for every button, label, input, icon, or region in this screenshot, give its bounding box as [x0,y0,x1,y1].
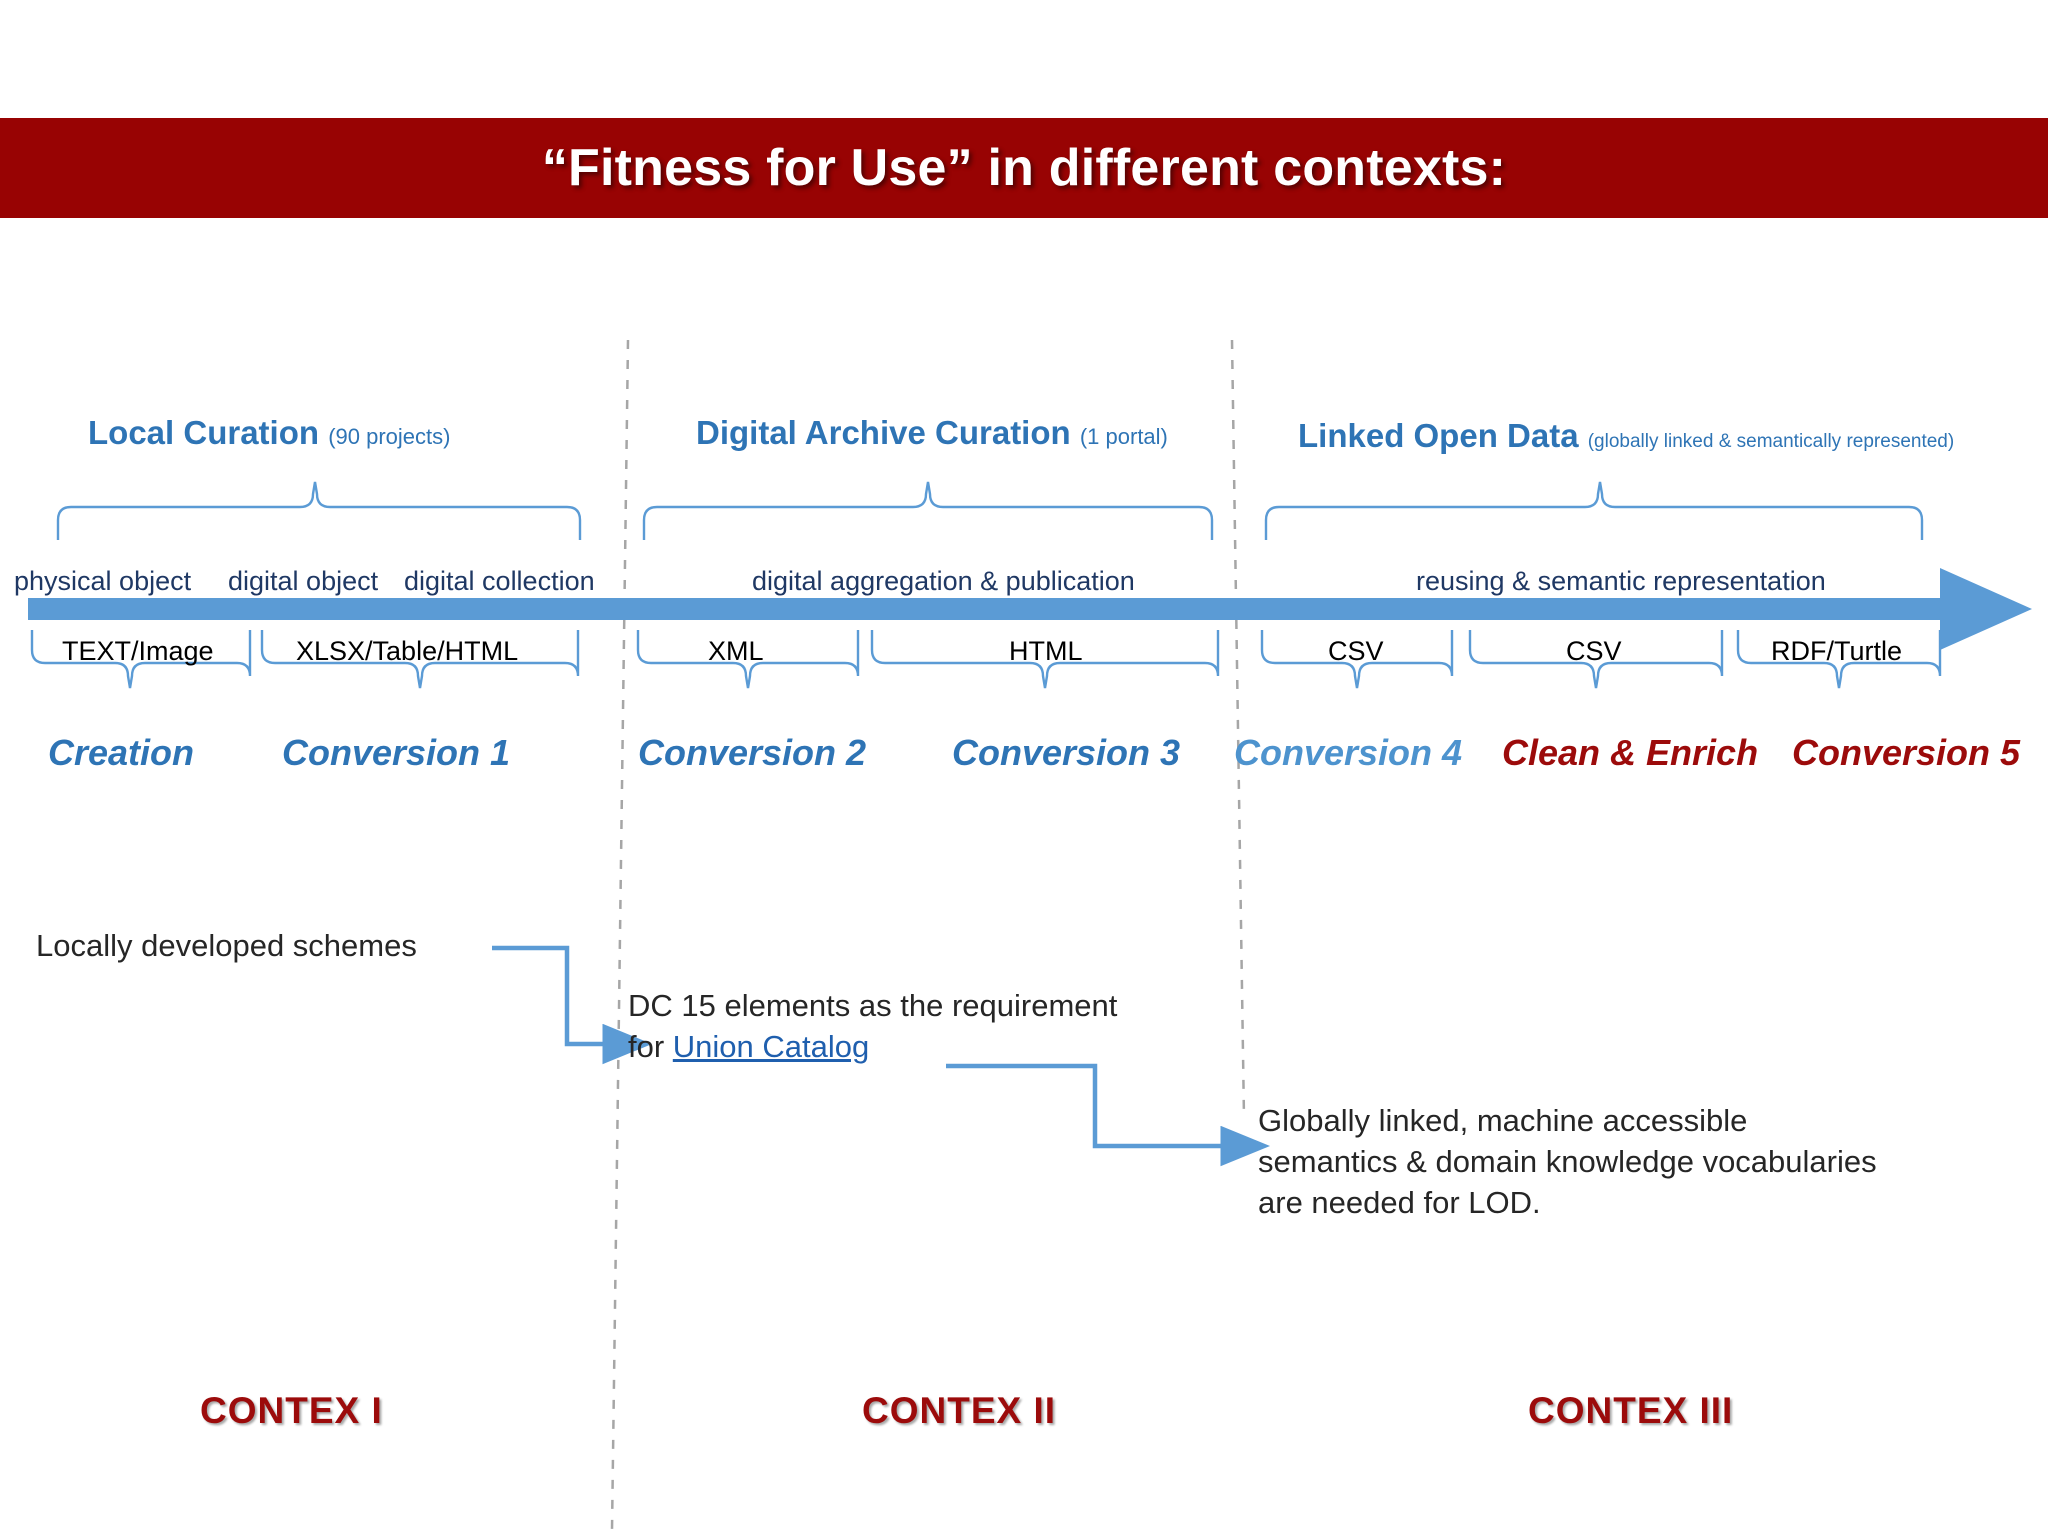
format-label-csv-1: CSV [1328,636,1384,666]
section-heading-linked-open-data: Linked Open Data (globally linked & sema… [1298,417,1954,455]
context-separator-1 [610,339,630,1531]
connector-dc15-to-lod [946,1063,1270,1167]
stage-label-physical-object: physical object [14,566,192,596]
format-label-rdf-turtle: RDF/Turtle [1771,636,1903,666]
heading-note-linked-open-data: (globally linked & semantically represen… [1587,431,1955,452]
context-label-1: CONTEX I [200,1390,383,1431]
callout-lod-line-1: Globally linked, machine accessible [1258,1103,1748,1138]
callout-lod-line-3: are needed for LOD. [1258,1185,1541,1221]
callout-locally-developed-schemes: Locally developed schemes [36,928,417,963]
format-label-xlsx: XLSX/Table/HTML [296,636,519,666]
callout-lod-line-2: semantics & domain knowledge vocabularie… [1258,1144,1877,1180]
slide-title-bar: “Fitness for Use” in different contexts: [0,118,2048,218]
callout-dc15-line-1: DC 15 elements as the requirement [628,988,1118,1023]
context-separator-lines [610,339,1246,1531]
callout-dc15-line-2: for Union Catalog [628,1026,1248,1067]
section-heading-local-curation: Local Curation (90 projects) [88,414,450,452]
stage-label-digital-aggregation: digital aggregation & publication [752,566,1135,596]
heading-note-digital-archive: (1 portal) [1079,424,1168,449]
process-label-conversion-3: Conversion 3 [952,732,1181,773]
callout-dc15-line-2-prefix: for [628,1029,673,1065]
heading-note-local-curation: (90 projects) [328,424,451,449]
stage-label-digital-object: digital object [228,566,379,596]
heading-text-linked-open-data: Linked Open Data [1298,417,1579,454]
brace-linked-open-data [1264,481,1924,540]
callout-lod-requirements: Globally linked, machine accessible sema… [1258,1100,2018,1224]
brace-local-curation [56,481,582,540]
heading-text-digital-archive: Digital Archive Curation [696,414,1071,451]
stage-label-reusing-semantic: reusing & semantic representation [1416,566,1826,596]
context-label-2: CONTEX II [862,1390,1057,1431]
pipeline-arrow-head [1940,568,2032,650]
slide-title: “Fitness for Use” in different contexts: [541,139,1507,197]
process-label-creation: Creation [48,732,195,773]
context-label-3: CONTEX III [1528,1390,1734,1431]
process-label-conversion-5: Conversion 5 [1792,732,2021,773]
union-catalog-link[interactable]: Union Catalog [672,1029,870,1065]
process-label-conversion-2: Conversion 2 [638,732,867,773]
section-heading-digital-archive: Digital Archive Curation (1 portal) [696,414,1168,452]
process-label-clean-enrich: Clean & Enrich [1502,732,1759,773]
connector-local-schemes-to-dc15 [492,945,652,1065]
format-label-html: HTML [1009,636,1083,666]
upper-braces [56,481,1924,540]
format-label-text-image: TEXT/Image [62,636,214,666]
format-label-xml: XML [708,636,764,666]
callout-dc15-requirement: DC 15 elements as the requirement for Un… [628,985,1248,1067]
stage-label-digital-collection: digital collection [404,566,595,596]
pipeline-arrow-bar [28,598,1958,620]
heading-text-local-curation: Local Curation [88,414,320,451]
brace-digital-archive [642,481,1214,540]
process-label-conversion-4: Conversion 4 [1234,732,1463,773]
process-label-conversion-1: Conversion 1 [282,732,511,773]
format-label-csv-2: CSV [1566,636,1622,666]
